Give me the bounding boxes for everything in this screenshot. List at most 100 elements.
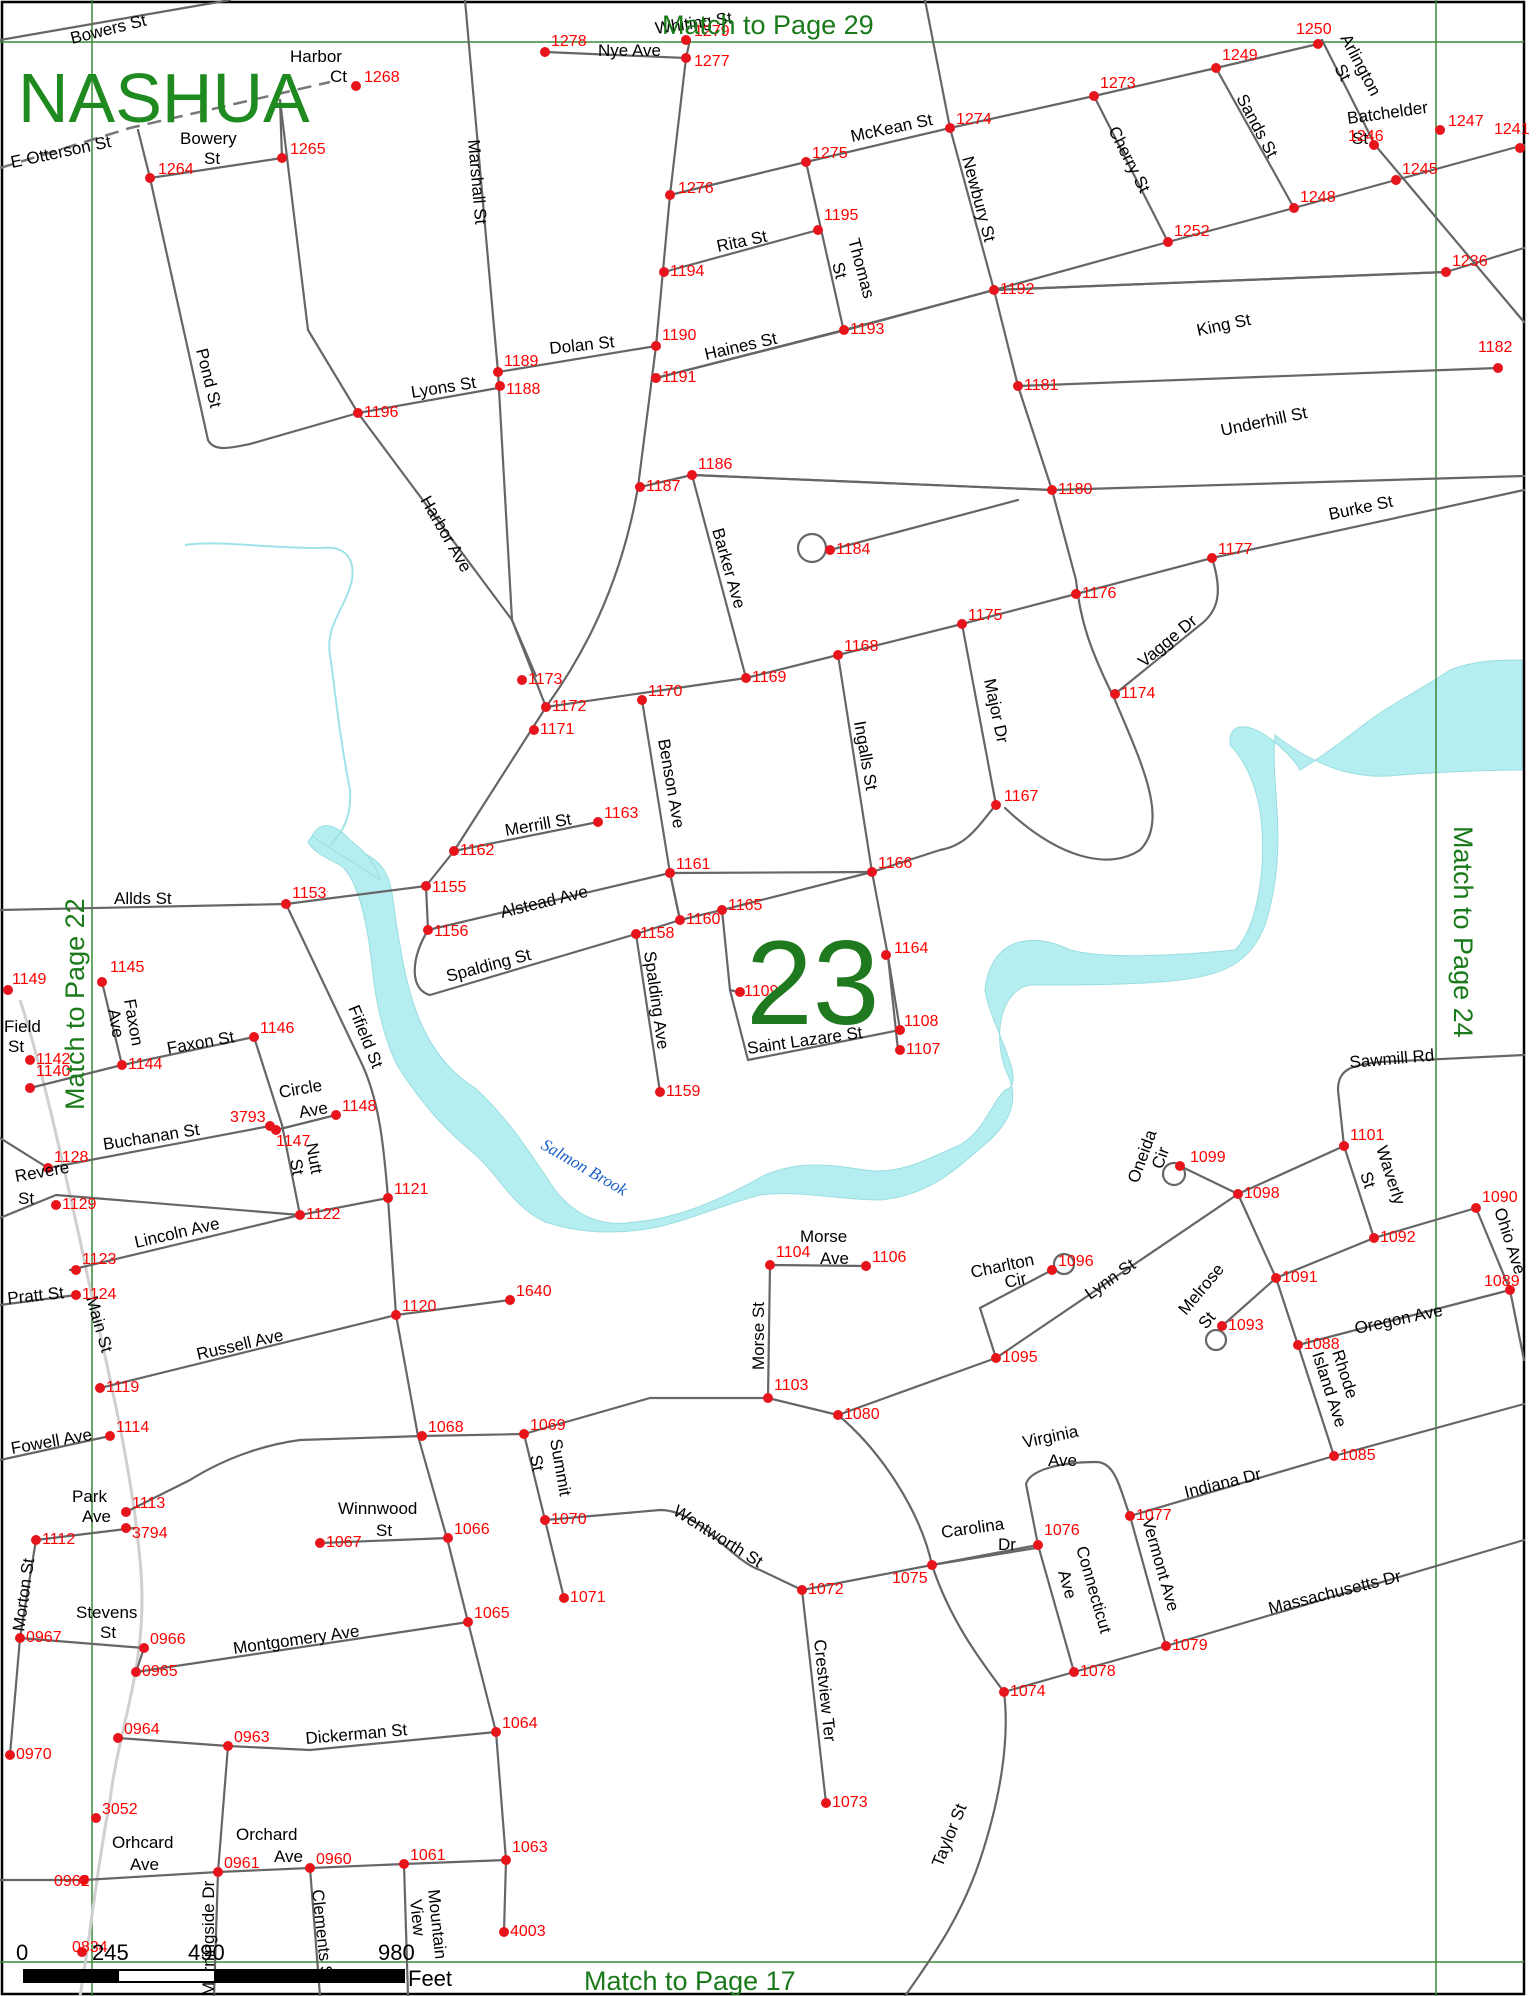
label-benson: Benson Ave <box>654 737 688 829</box>
node-1121 <box>383 1193 393 1203</box>
node-label-1068: 1068 <box>428 1419 464 1436</box>
label-orhcard-2: Ave <box>130 1855 159 1874</box>
node-label-1101: 1101 <box>1350 1127 1385 1144</box>
match-label-bottom: Match to Page 17 <box>584 1966 796 1996</box>
node-label-1108: 1108 <box>904 1013 939 1030</box>
salmon-brook-water <box>307 659 1523 1233</box>
label-massachusetts: Massachusetts Dr <box>1266 1566 1403 1617</box>
node-label-1096: 1096 <box>1058 1253 1094 1270</box>
node-label-1085: 1085 <box>1340 1447 1376 1464</box>
node-label-1113: 1113 <box>132 1495 165 1512</box>
label-circle-1: Circle <box>277 1076 323 1102</box>
label-vagge: Vagge Dr <box>1134 611 1201 671</box>
node-0961 <box>213 1867 223 1877</box>
node-label-1123: 1123 <box>82 1251 117 1268</box>
node-1103 <box>763 1393 773 1403</box>
node-1173 <box>517 675 527 685</box>
node-label-1192: 1192 <box>1000 281 1035 298</box>
node-label-1144: 1144 <box>128 1056 163 1073</box>
label-morse-st: Morse St <box>749 1302 768 1370</box>
node-1246 <box>1369 140 1379 150</box>
node-1095 <box>991 1353 1001 1363</box>
label-winnwood-1: Winnwood <box>338 1499 417 1518</box>
label-wentworth: Wentworth St <box>670 1501 767 1571</box>
node-1190 <box>651 341 661 351</box>
node-3052 <box>91 1813 101 1823</box>
node-label-1092: 1092 <box>1380 1229 1416 1246</box>
node-1155 <box>421 881 431 891</box>
node-label-1180: 1180 <box>1058 481 1093 498</box>
node-1160 <box>675 915 685 925</box>
node-1123 <box>71 1265 81 1275</box>
node-label-1161: 1161 <box>676 856 711 873</box>
node-label-1120: 1120 <box>402 1298 437 1315</box>
node-label-1128: 1128 <box>54 1149 89 1166</box>
node-label-1156: 1156 <box>434 923 469 940</box>
node-label-1181: 1181 <box>1024 377 1059 394</box>
node-labels: 1278127912771268125012491273127412751276… <box>12 21 1530 1956</box>
node-label-1119: 1119 <box>106 1379 139 1396</box>
node-label-1250: 1250 <box>1296 21 1332 38</box>
node-label-1099: 1099 <box>1190 1149 1226 1166</box>
label-nye: Nye Ave <box>598 41 661 60</box>
label-alstead: Alstead Ave <box>498 882 589 922</box>
node-label-1245: 1245 <box>1402 161 1438 178</box>
label-barker: Barker Ave <box>708 526 749 611</box>
node-label-1268: 1268 <box>364 69 400 86</box>
label-fowell: Fowell Ave <box>9 1425 93 1458</box>
label-haines: Haines St <box>703 329 779 364</box>
label-taylor: Taylor St <box>928 1801 970 1870</box>
node-label-0963: 0963 <box>234 1729 270 1746</box>
node-label-1273: 1273 <box>1100 75 1136 92</box>
node-1172 <box>541 702 551 712</box>
label-dickerman: Dickerman St <box>305 1720 409 1748</box>
label-mountain-2: View <box>406 1898 429 1937</box>
node-label-1275: 1275 <box>812 145 848 162</box>
node-label-1124: 1124 <box>82 1286 117 1303</box>
node-label-1175: 1175 <box>968 607 1003 624</box>
node-label-0960: 0960 <box>316 1851 352 1868</box>
node-label-1122: 1122 <box>306 1206 341 1223</box>
label-bowery-1: Bowery <box>180 129 237 148</box>
node-label-1079: 1079 <box>1172 1637 1208 1654</box>
node-label-0965: 0965 <box>142 1663 178 1680</box>
node-1247 <box>1435 125 1445 135</box>
label-waverly-2: St <box>1356 1169 1379 1190</box>
node-1189 <box>493 367 503 377</box>
node-1165 <box>717 905 727 915</box>
node-1276 <box>665 190 675 200</box>
node-1124 <box>71 1290 81 1300</box>
node-label-1276: 1276 <box>678 180 714 197</box>
node-label-0961: 0961 <box>224 1855 260 1872</box>
node-label-1093: 1093 <box>1228 1317 1264 1334</box>
node-1101 <box>1339 1141 1349 1151</box>
node-1248 <box>1289 203 1299 213</box>
label-harbor-ct-1: Harbor <box>290 47 342 66</box>
node-label-3793: 3793 <box>230 1109 266 1126</box>
label-summit-2: St <box>526 1453 548 1472</box>
node-label-1078: 1078 <box>1080 1663 1116 1680</box>
node-label-3794: 3794 <box>132 1525 168 1542</box>
scale-tick-490: 490 <box>188 1940 225 1965</box>
node-label-1146: 1146 <box>260 1020 295 1037</box>
node-label-1145: 1145 <box>110 959 145 976</box>
node-0965 <box>131 1667 141 1677</box>
node-label-1109: 1109 <box>744 983 779 1000</box>
water-features <box>184 542 1523 1233</box>
node-0966 <box>139 1643 149 1653</box>
node-1193 <box>839 325 849 335</box>
node-label-1163: 1163 <box>604 805 639 822</box>
label-circle-2: Ave <box>297 1098 329 1122</box>
scale-tick-245: 245 <box>92 1940 129 1965</box>
node-label-1071: 1071 <box>570 1589 606 1606</box>
node-label-1088: 1088 <box>1304 1336 1340 1353</box>
node-label-1277: 1277 <box>694 53 730 70</box>
node-1120 <box>391 1310 401 1320</box>
creek-line <box>184 542 354 846</box>
node-0964 <box>113 1733 123 1743</box>
label-oregon: Oregon Ave <box>1353 1301 1444 1338</box>
node-1245 <box>1391 175 1401 185</box>
node-label-1165: 1165 <box>728 897 763 914</box>
node-1091 <box>1271 1273 1281 1283</box>
